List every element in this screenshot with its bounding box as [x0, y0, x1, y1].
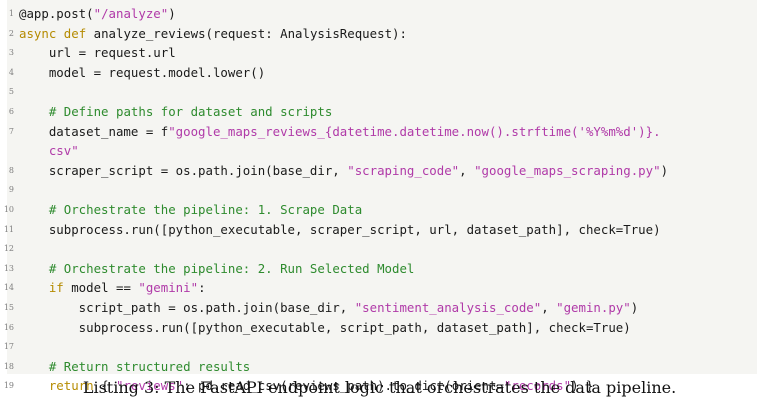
code-token: : pd.read_csv(reviews_path).to_dict(orie… [183, 378, 504, 394]
line-number: 13 [3, 263, 14, 273]
line-number: 8 [8, 165, 14, 175]
code-token [19, 104, 49, 119]
code-token: subprocess.run([python_executable, scrap… [19, 221, 661, 237]
code-token: script_path = os.path.join(base_dir, [19, 300, 355, 315]
line-number: 3 [8, 48, 14, 58]
code-token [19, 261, 49, 276]
code-token: "reviews" [116, 378, 184, 394]
code-token: # Orchestrate the pipeline: 1. Scrape Da… [48, 202, 363, 217]
line-number: 11 [3, 224, 14, 234]
line-number: 6 [8, 107, 14, 116]
code-text: # Define paths for dataset and scripts [19, 102, 332, 122]
code-token: model == [63, 280, 139, 296]
code-token: { [93, 378, 116, 394]
code-text: subprocess.run([python_executable, scrip… [19, 318, 631, 338]
code-token [56, 26, 63, 41]
code-text: # Orchestrate the pipeline: 1. Scrape Da… [19, 200, 362, 220]
code-listing: 1 @app.post("/analyze") 2 async def analyze… [4, 0, 757, 393]
line-number: 18 [3, 361, 14, 371]
line-number: 19 [3, 381, 14, 391]
code-token: dataset_name = f [19, 123, 169, 139]
code-token: "records" [503, 378, 572, 394]
code-token [19, 280, 49, 295]
code-token: ) [630, 300, 639, 315]
line-number: 9 [8, 185, 14, 195]
code-token: "scraping_code" [347, 162, 460, 178]
code-token: "google_maps_reviews_{datetime.datetime.… [168, 123, 661, 139]
code-text: async def analyze_reviews(request: Analy… [19, 24, 407, 44]
code-token: # Define paths for dataset and scripts [48, 104, 333, 119]
code-token: "gemini" [138, 280, 199, 296]
code-token: "gemin.py" [556, 300, 631, 315]
code-text: return { "reviews": pd.read_csv(reviews_… [19, 376, 594, 396]
code-token: @app.post( [19, 6, 94, 21]
line-number: 1 [8, 9, 14, 18]
listing-caption: Listing 3: The FastAPI endpoint logic th… [82, 378, 677, 397]
code-token: # Return structured results [48, 358, 251, 374]
code-token: model = request.model.lower() [19, 64, 266, 80]
code-token [19, 202, 49, 217]
code-token: , [459, 162, 475, 178]
code-text: csv" [19, 141, 79, 161]
code-token: if [48, 280, 64, 296]
code-text: if model == "gemini": [19, 278, 206, 298]
code-text: scraper_script = os.path.join(base_dir, … [19, 161, 668, 181]
code-token [19, 359, 49, 374]
code-token: "sentiment_analysis_code" [354, 300, 542, 315]
code-token: "/analyze" [93, 6, 169, 21]
code-token: , [541, 300, 557, 315]
code-text: # Orchestrate the pipeline: 2. Run Selec… [19, 259, 415, 279]
line-number: 5 [8, 87, 14, 97]
code-token: ) [168, 6, 176, 21]
code-token: subprocess.run([python_executable, scrip… [19, 319, 631, 335]
line-number: 7 [8, 126, 14, 136]
code-token: "google_maps_scraping.py" [474, 162, 661, 178]
code-token: # Orchestrate the pipeline: 2. Run Selec… [48, 260, 415, 276]
code-text: dataset_name = f"google_maps_reviews_{da… [19, 122, 661, 142]
code-token: scraper_script = os.path.join(base_dir, [19, 162, 348, 178]
line-number: 15 [3, 303, 14, 312]
line-number: 2 [8, 28, 14, 38]
code-token: url = request.url [19, 45, 176, 61]
code-token: async [19, 25, 57, 41]
code-token: csv" [19, 143, 79, 159]
code-text: subprocess.run([python_executable, scrap… [19, 220, 661, 240]
line-number: 12 [3, 244, 14, 254]
code-token: def [63, 25, 87, 41]
code-token: ) [660, 162, 669, 178]
code-token: : [198, 280, 206, 296]
code-text: model = request.model.lower() [19, 63, 265, 83]
code-token: ) } [571, 378, 594, 394]
code-text: url = request.url [19, 43, 176, 63]
code-token: analyze_reviews(request: AnalysisRequest… [86, 25, 407, 41]
line-number: 10 [3, 205, 14, 214]
line-number: 4 [8, 67, 14, 77]
code-text: script_path = os.path.join(base_dir, "se… [19, 298, 639, 318]
code-text: # Return structured results [19, 357, 250, 377]
code-text: @app.post("/analyze") [19, 4, 176, 24]
line-number: 17 [3, 342, 14, 352]
code-token: return [48, 378, 94, 394]
line-number: 14 [3, 283, 14, 293]
line-number: 16 [3, 322, 14, 332]
